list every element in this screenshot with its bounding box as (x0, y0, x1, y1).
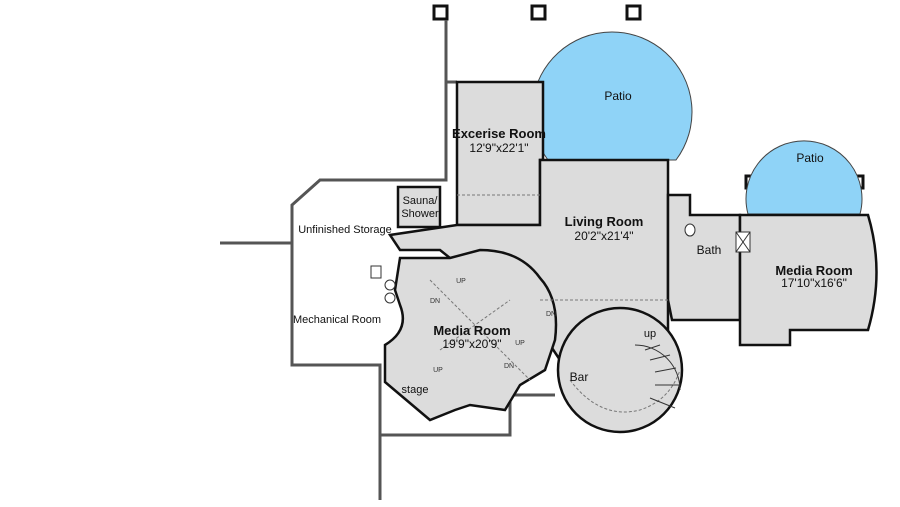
step-label: UP (433, 367, 443, 374)
step-label: UP (515, 340, 525, 347)
sauna-label-1: Sauna/ (403, 195, 439, 207)
living-room-label: Living Room (565, 214, 644, 229)
media-room-right-size: 17'10"x16'6" (781, 276, 847, 290)
media-room-left-label: Media Room (433, 323, 510, 338)
storage-label: Unfinished Storage (298, 224, 392, 236)
interior-lines (429, 194, 681, 413)
bar-label: Bar (570, 370, 589, 384)
stage-label: stage (402, 384, 429, 396)
foundation-lines (220, 20, 555, 500)
patio-left-label: Patio (604, 89, 632, 103)
bath-label: Bath (697, 243, 722, 257)
mechanical-room-label: Mechanical Room (293, 314, 381, 326)
media-room-left-area (383, 248, 558, 422)
floor-areas (383, 80, 878, 434)
stairs-up-label: up (644, 328, 656, 340)
bar-area (556, 306, 684, 434)
bath-area (666, 193, 742, 322)
step-label: DN (546, 311, 556, 318)
sauna-label-2: Shower (401, 208, 439, 220)
step-label: UP (456, 278, 466, 285)
exercise-room-size: 12'9"x22'1" (469, 141, 528, 155)
step-label: DN (430, 298, 440, 305)
patio-right-label: Patio (796, 151, 824, 165)
media-room-right-area (738, 213, 878, 347)
media-room-right-label: Media Room (775, 263, 852, 278)
patio-right-area (745, 140, 863, 215)
fixture-icons (370, 223, 751, 304)
sauna-area (396, 185, 442, 229)
step-label: DN (504, 363, 514, 370)
exercise-room-label: Excerise Room (452, 126, 546, 141)
living-room-size: 20'2"x21'4" (574, 229, 633, 243)
stair-lines (634, 344, 681, 409)
media-room-left-size: 19'9"x20'9" (442, 337, 501, 351)
